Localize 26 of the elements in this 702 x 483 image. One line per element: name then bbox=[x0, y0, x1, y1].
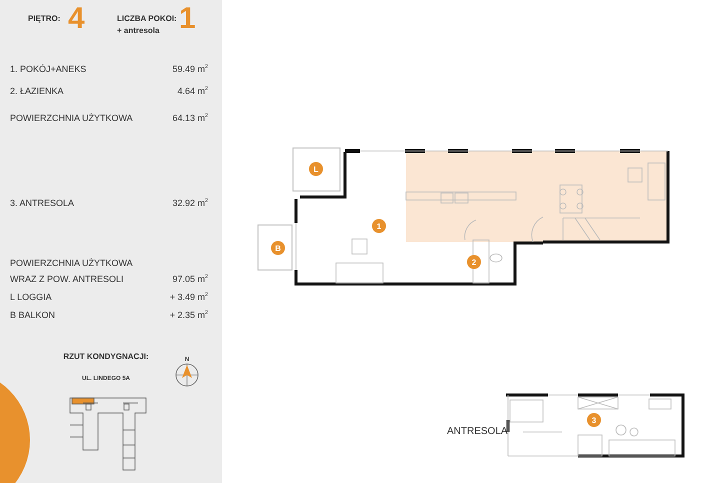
big-number: 4 bbox=[68, 4, 85, 34]
info-text: + 2.35 m$^{2}$ bbox=[170, 311, 208, 320]
info-text: 3. ANTRESOLA bbox=[10, 199, 74, 208]
room-number-badge: 1 bbox=[372, 219, 386, 233]
room-number-badge: L bbox=[309, 162, 323, 176]
info-text: B BALKON bbox=[10, 311, 56, 320]
info-text: 97.05 m$^{2}$ bbox=[172, 275, 208, 284]
info-text: POWIERZCHNIA UŻYTKOWA bbox=[10, 259, 133, 268]
info-text: WRAZ Z POW. ANTRESOLI bbox=[10, 275, 124, 284]
info-text: L LOGGIA bbox=[10, 293, 52, 302]
info-text: 32.92 m$^{2}$ bbox=[172, 199, 208, 208]
info-text: 1. POKÓJ+ANEKS bbox=[10, 65, 86, 74]
info-text: RZUT KONDYGNACJI: bbox=[63, 353, 149, 361]
room-number-badge: 3 bbox=[587, 413, 601, 427]
room-number-badge: B bbox=[271, 241, 285, 255]
info-text: LICZBA POKOI: bbox=[117, 15, 177, 23]
info-text: 4.64 m$^{2}$ bbox=[177, 87, 208, 96]
info-text: 59.49 m$^{2}$ bbox=[172, 65, 208, 74]
info-text: 2. ŁAZIENKA bbox=[10, 87, 64, 96]
info-text: ANTRESOLA bbox=[447, 427, 508, 437]
info-text: + 3.49 m$^{2}$ bbox=[170, 293, 208, 302]
info-text: POWIERZCHNIA UŻYTKOWA bbox=[10, 114, 133, 123]
info-text: 64.13 m$^{2}$ bbox=[172, 114, 208, 123]
info-text: + antresola bbox=[117, 27, 160, 35]
big-number: 1 bbox=[179, 4, 196, 34]
info-text: PIĘTRO: bbox=[28, 15, 60, 23]
